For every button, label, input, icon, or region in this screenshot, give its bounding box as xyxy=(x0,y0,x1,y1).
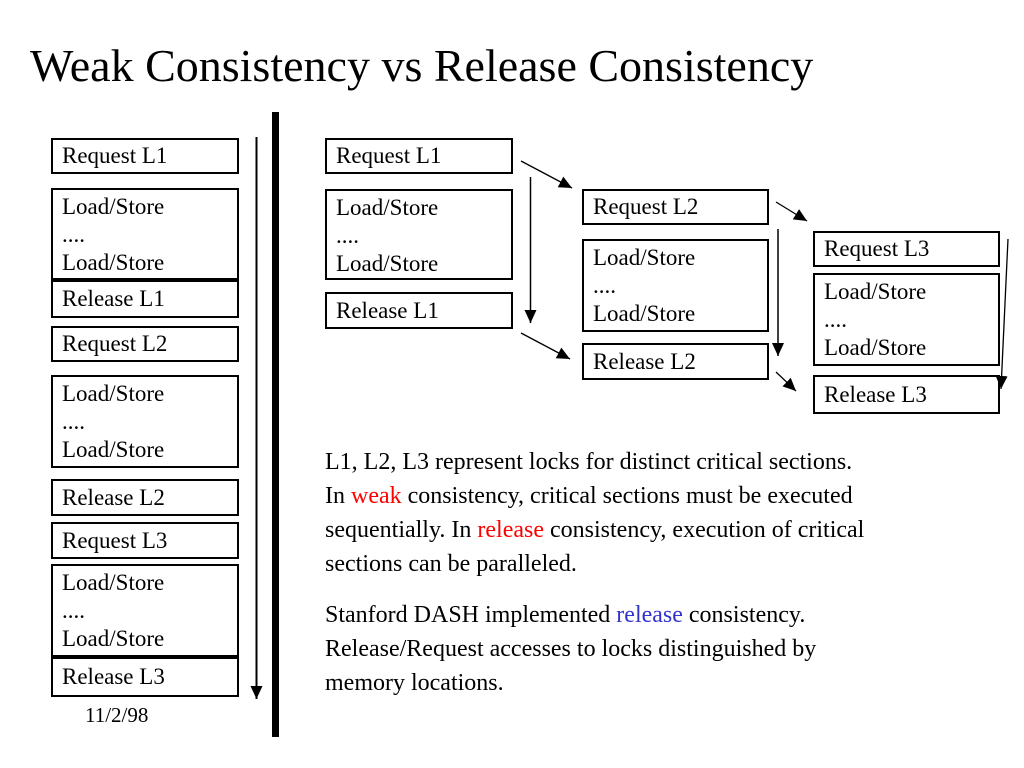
text-line: memory locations. xyxy=(325,666,816,700)
box-label: .... xyxy=(62,409,85,434)
highlighted-term-release-blue: release xyxy=(616,602,683,628)
box-label: Request L1 xyxy=(336,143,442,168)
box-label: Request L3 xyxy=(824,236,930,261)
text-line: Stanford DASH implemented release consis… xyxy=(325,598,816,632)
release-box-loadstore-3: Load/Store .... Load/Store xyxy=(813,273,1000,366)
release-box-request-l3: Request L3 xyxy=(813,231,1000,267)
weak-box-loadstore-3: Load/Store .... Load/Store xyxy=(51,564,239,657)
highlighted-term-release: release xyxy=(477,517,545,543)
slide-title: Weak Consistency vs Release Consistency xyxy=(30,40,814,91)
highlighted-term-weak: weak xyxy=(351,483,402,509)
weak-box-release-l1: Release L1 xyxy=(51,280,239,318)
date-stamp: 11/2/98 xyxy=(85,703,149,727)
box-label: Release L2 xyxy=(62,484,165,510)
weak-box-loadstore-2: Load/Store .... Load/Store xyxy=(51,375,239,468)
box-label: Load/Store xyxy=(62,381,165,406)
arrow-request-l2-to-request-l3 xyxy=(775,201,808,222)
box-label: Load/Store xyxy=(593,245,696,270)
text-segment: Stanford DASH implemented xyxy=(325,602,617,628)
text-segment: sections can be paralleled. xyxy=(325,551,577,577)
box-label: Request L2 xyxy=(62,331,168,356)
text-segment: consistency, execution of critical xyxy=(544,517,865,543)
release-box-loadstore-2: Load/Store .... Load/Store xyxy=(582,239,769,332)
box-label: .... xyxy=(62,598,85,623)
box-label: Request L2 xyxy=(593,194,699,219)
arrow-critical-section-3-order xyxy=(995,238,1009,390)
box-label: .... xyxy=(62,222,85,247)
box-label: Release L3 xyxy=(62,664,165,689)
box-label: Load/Store xyxy=(336,251,439,276)
paragraph-dash-implementation: Stanford DASH implemented release consis… xyxy=(325,598,816,700)
box-label: .... xyxy=(593,273,616,298)
box-label: Release L1 xyxy=(62,286,165,311)
box-label: Release L3 xyxy=(824,381,927,407)
release-box-release-l3: Release L3 xyxy=(813,375,1000,414)
text-segment: Release/Request accesses to locks distin… xyxy=(325,636,817,662)
text-segment: sequentially. In xyxy=(325,517,478,543)
text-segment: consistency. xyxy=(682,602,806,628)
text-line: sequentially. In release consistency, ex… xyxy=(325,513,864,547)
box-label: Load/Store xyxy=(62,626,165,651)
box-label: Load/Store xyxy=(62,570,165,595)
vertical-divider xyxy=(272,112,279,737)
release-box-release-l2: Release L2 xyxy=(582,343,769,380)
box-label: Release L1 xyxy=(336,297,439,323)
box-label: Request L1 xyxy=(62,143,168,168)
box-label: Load/Store xyxy=(593,301,696,326)
text-line: sections can be paralleled. xyxy=(325,547,864,581)
text-segment: L1, L2, L3 represent locks for distinct … xyxy=(325,449,853,475)
box-label: Load/Store xyxy=(62,250,165,275)
weak-box-request-l1: Request L1 xyxy=(51,138,239,174)
weak-box-request-l3: Request L3 xyxy=(51,522,239,559)
text-line: In weak consistency, critical sections m… xyxy=(325,479,864,513)
release-box-release-l1: Release L1 xyxy=(325,292,513,329)
arrow-release-l1-to-release-l2 xyxy=(520,332,571,360)
weak-box-loadstore-1: Load/Store .... Load/Store xyxy=(51,188,239,280)
release-box-request-l1: Request L1 xyxy=(325,138,513,174)
arrow-release-l2-to-release-l3 xyxy=(775,371,797,392)
box-label: Load/Store xyxy=(62,194,165,219)
release-box-request-l2: Request L2 xyxy=(582,189,769,225)
text-segment: In xyxy=(325,483,351,509)
box-label: .... xyxy=(824,307,847,332)
weak-box-request-l2: Request L2 xyxy=(51,326,239,362)
release-box-loadstore-1: Load/Store .... Load/Store xyxy=(325,189,513,280)
text-line: L1, L2, L3 represent locks for distinct … xyxy=(325,445,864,479)
box-label: Load/Store xyxy=(824,279,927,304)
text-segment: memory locations. xyxy=(325,670,504,696)
box-label: Load/Store xyxy=(62,437,165,462)
text-segment: consistency, critical sections must be e… xyxy=(401,483,853,509)
text-line: Release/Request accesses to locks distin… xyxy=(325,632,816,666)
weak-box-release-l3: Release L3 xyxy=(51,657,239,697)
box-label: Load/Store xyxy=(824,335,927,360)
weak-box-release-l2: Release L2 xyxy=(51,479,239,516)
box-label: Request L3 xyxy=(62,527,168,553)
arrow-request-l1-to-request-l2 xyxy=(520,160,573,189)
box-label: Load/Store xyxy=(336,195,439,220)
box-label: Release L2 xyxy=(593,348,696,374)
box-label: .... xyxy=(336,223,359,248)
paragraph-lock-explanation: L1, L2, L3 represent locks for distinct … xyxy=(325,445,864,581)
